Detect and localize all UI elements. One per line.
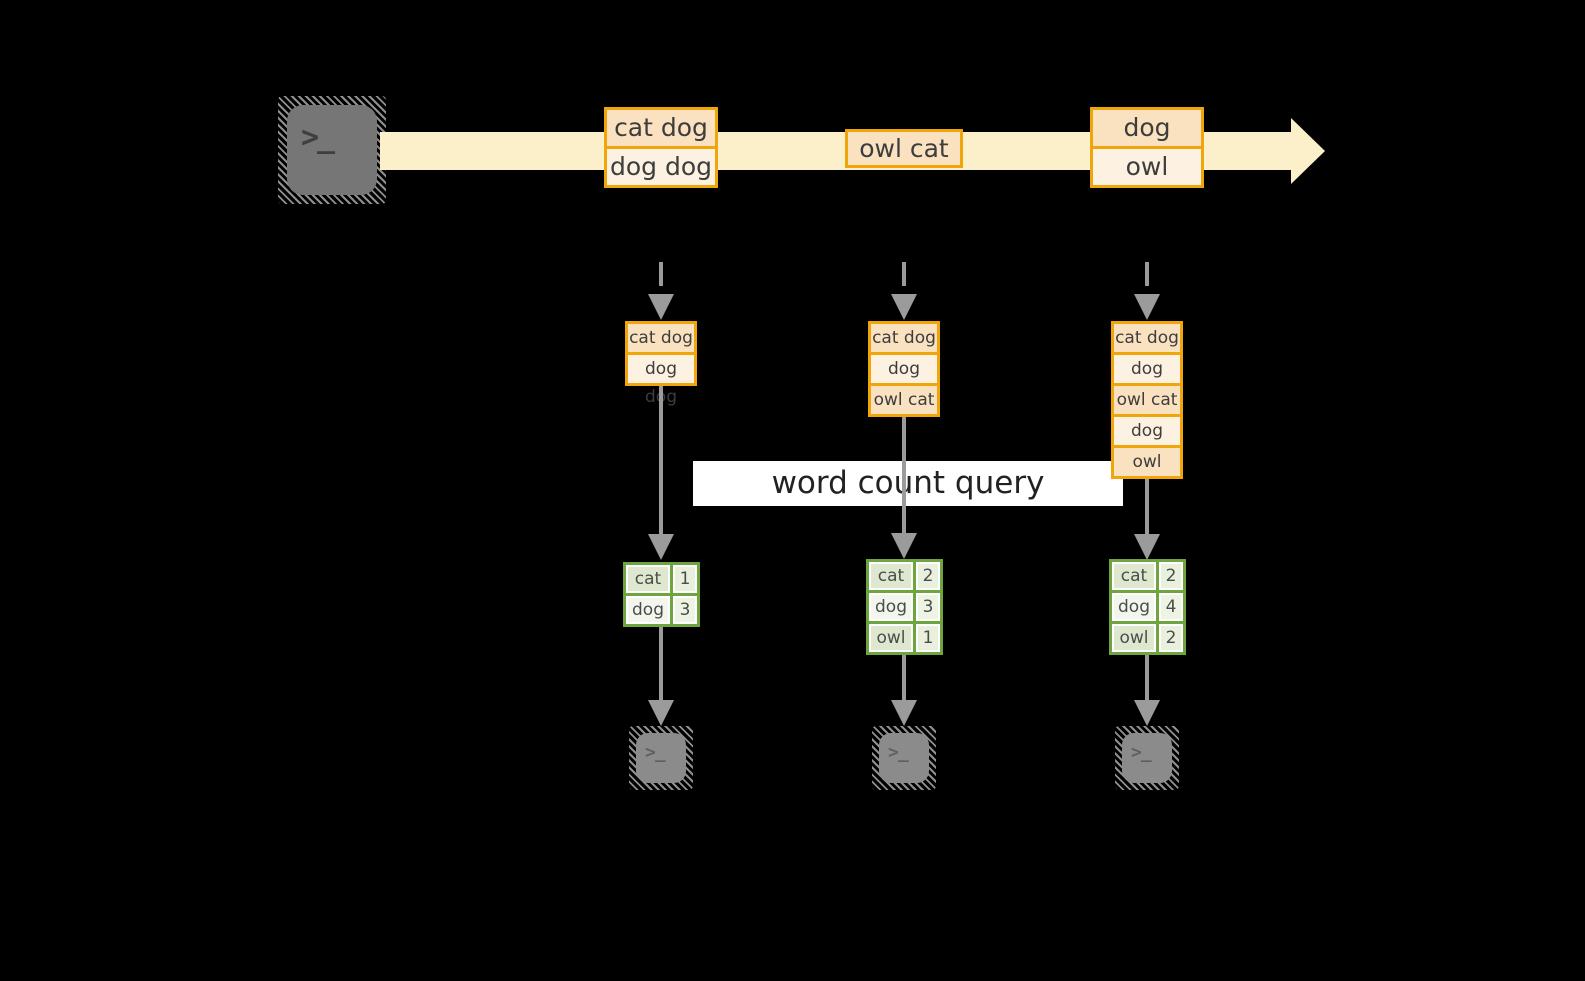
solid-arrowhead-icon: [1134, 534, 1160, 560]
dashed-arrowhead-icon: [1134, 294, 1160, 320]
buffer-line: owl: [1114, 448, 1180, 476]
dashed-arrow: [659, 262, 663, 286]
count-word-cell: cat: [1112, 562, 1156, 590]
dashed-arrowhead-icon: [648, 294, 674, 320]
stream-event-box: owl cat: [845, 129, 963, 168]
solid-arrow: [659, 627, 663, 700]
count-word-cell: owl: [1112, 624, 1156, 652]
count-value-cell: 2: [916, 562, 940, 590]
counts-table: cat 2 dog 4 owl 2: [1109, 559, 1186, 655]
buffer-line: cat dog: [628, 324, 694, 352]
solid-arrow: [902, 655, 906, 700]
counts-table: cat 2 dog 3 owl 1: [866, 559, 943, 655]
count-value-cell: 1: [916, 624, 940, 652]
query-band: word count query: [693, 461, 1123, 506]
terminal-prompt-glyph: >_: [888, 742, 909, 763]
stream-event-line: dog: [1093, 110, 1201, 146]
count-word-cell: dog: [1112, 593, 1156, 621]
solid-arrow: [902, 417, 906, 533]
stream-event-line: cat dog: [607, 110, 715, 146]
solid-arrowhead-icon: [648, 700, 674, 726]
count-word-cell: owl: [869, 624, 913, 652]
terminal-screen: >_: [636, 733, 686, 783]
sink-terminal-icon: >_: [1115, 726, 1179, 790]
buffer-line: cat dog: [1114, 324, 1180, 352]
count-word-cell: dog: [626, 596, 670, 624]
terminal-screen: >_: [287, 105, 377, 195]
stream-event-line: owl: [1093, 149, 1201, 185]
buffer-box: cat dog dog dog: [625, 321, 697, 407]
sink-terminal-icon: >_: [872, 726, 936, 790]
buffer-line: owl cat: [1114, 386, 1180, 414]
count-value-cell: 3: [673, 596, 697, 624]
count-word-cell: cat: [626, 565, 670, 593]
stream-event-box: dog owl: [1090, 107, 1204, 188]
buffer-line: dog dog: [628, 355, 694, 407]
stream-arrowhead-icon: [1291, 118, 1325, 184]
buffer-line: owl cat: [871, 386, 937, 414]
stream-event-line: dog dog: [607, 149, 715, 185]
count-word-cell: dog: [869, 593, 913, 621]
solid-arrowhead-icon: [891, 533, 917, 559]
count-value-cell: 1: [673, 565, 697, 593]
sink-terminal-icon: >_: [629, 726, 693, 790]
count-value-cell: 2: [1159, 562, 1183, 590]
terminal-screen: >_: [879, 733, 929, 783]
dashed-arrow: [1145, 262, 1149, 286]
terminal-screen: >_: [1122, 733, 1172, 783]
buffer-line: cat dog: [871, 324, 937, 352]
buffer-line: dog dog: [1114, 355, 1180, 407]
stream-event-box: cat dog dog dog: [604, 107, 718, 188]
dashed-arrow: [902, 262, 906, 286]
count-value-cell: 4: [1159, 593, 1183, 621]
solid-arrowhead-icon: [891, 700, 917, 726]
terminal-prompt-glyph: >_: [645, 742, 666, 763]
solid-arrow: [659, 386, 663, 534]
buffer-line: dog: [1114, 417, 1180, 445]
terminal-prompt-glyph: >_: [301, 120, 335, 155]
solid-arrow: [1145, 479, 1149, 534]
stream-event-line: owl cat: [848, 132, 960, 165]
counts-table: cat 1 dog 3: [623, 562, 700, 627]
buffer-line: dog dog: [871, 355, 937, 407]
count-word-cell: cat: [869, 562, 913, 590]
solid-arrowhead-icon: [1134, 700, 1160, 726]
terminal-prompt-glyph: >_: [1131, 742, 1152, 763]
buffer-box: cat dog dog dog owl cat dog owl: [1111, 321, 1183, 479]
solid-arrow: [1145, 655, 1149, 700]
source-terminal-icon: >_: [278, 96, 386, 204]
buffer-box: cat dog dog dog owl cat: [868, 321, 940, 417]
count-value-cell: 2: [1159, 624, 1183, 652]
dashed-arrowhead-icon: [891, 294, 917, 320]
solid-arrowhead-icon: [648, 534, 674, 560]
count-value-cell: 3: [916, 593, 940, 621]
